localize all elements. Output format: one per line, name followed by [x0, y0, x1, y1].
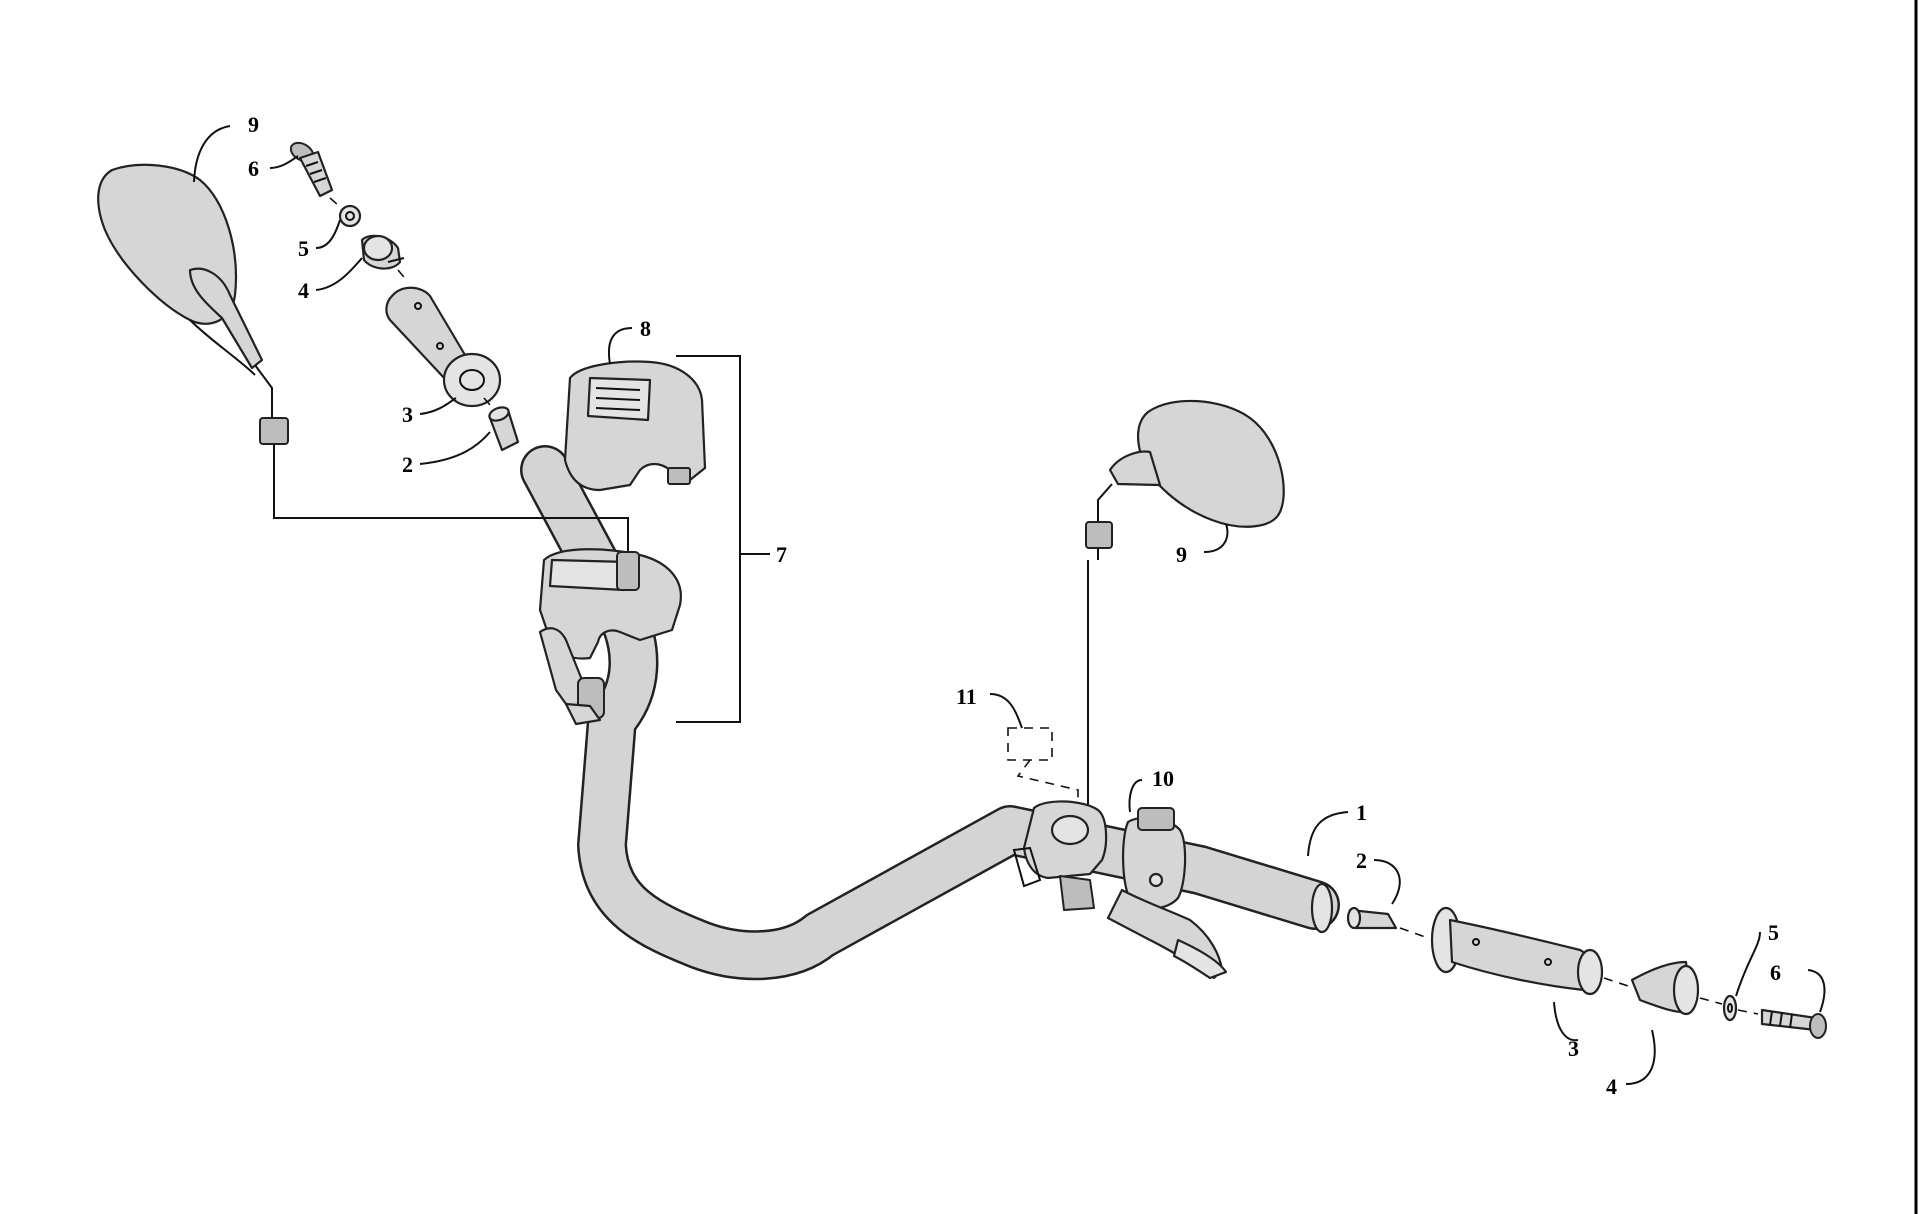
callout-right-end-cap: 4	[1606, 1074, 1617, 1099]
callout-left-mirror: 9	[248, 112, 259, 137]
right-mirror[interactable]	[1085, 399, 1285, 560]
callout-right-insert: 2	[1356, 848, 1367, 873]
callout-left-insert: 2	[402, 452, 413, 477]
right-screw[interactable]	[1760, 1008, 1827, 1039]
left-screw[interactable]	[288, 139, 334, 198]
callout-left-screw: 6	[248, 156, 259, 181]
callout-left-washer: 5	[298, 236, 309, 261]
callout-left-end-cap: 4	[298, 278, 309, 303]
callout-label: 11	[956, 684, 977, 709]
left-washer[interactable]	[338, 204, 362, 228]
callout-labels: 9 6 5 4 3 2 8 7 9 11 10 1 2 5 6 3 4	[248, 112, 1781, 1099]
callout-right-mirror: 9	[1176, 542, 1187, 567]
left-grip[interactable]	[385, 286, 502, 408]
right-washer-axis	[1737, 1009, 1759, 1015]
left-mirror-guide-line	[273, 458, 629, 560]
left-cap-axis	[397, 269, 409, 283]
callout-right-grip: 3	[1568, 1036, 1579, 1061]
right-brake-clamp[interactable]	[1012, 800, 1108, 911]
handlebar[interactable]	[520, 445, 1340, 981]
leader-lines	[193, 125, 1826, 1085]
right-grip[interactable]	[1430, 906, 1604, 996]
switch-assembly-bracket	[676, 355, 741, 723]
right-end-cap[interactable]	[1630, 960, 1700, 1016]
right-washer[interactable]	[1722, 994, 1738, 1022]
callout-right-screw: 6	[1770, 960, 1781, 985]
callout-switch-assembly: 7	[776, 542, 787, 567]
callout-right-washer: 5	[1768, 920, 1779, 945]
right-insert[interactable]	[1346, 906, 1398, 930]
left-mirror[interactable]	[97, 163, 289, 458]
callout-cover: 8	[640, 316, 651, 341]
left-end-cap[interactable]	[360, 234, 405, 270]
right-cap-axis	[1699, 997, 1723, 1005]
right-grip-axis	[1603, 977, 1629, 987]
left-insert[interactable]	[488, 405, 520, 452]
right-insert-axis	[1399, 927, 1429, 939]
throttle-housing[interactable]	[1106, 807, 1228, 980]
left-grip-axis	[483, 397, 497, 413]
callout-throttle-housing: 10	[1152, 766, 1174, 791]
callout-left-grip: 3	[402, 402, 413, 427]
left-switch-assembly[interactable]	[538, 548, 682, 726]
callout-handlebar: 1	[1356, 800, 1367, 825]
switch-cover[interactable]	[563, 360, 707, 492]
warning-label[interactable]	[1007, 727, 1079, 806]
